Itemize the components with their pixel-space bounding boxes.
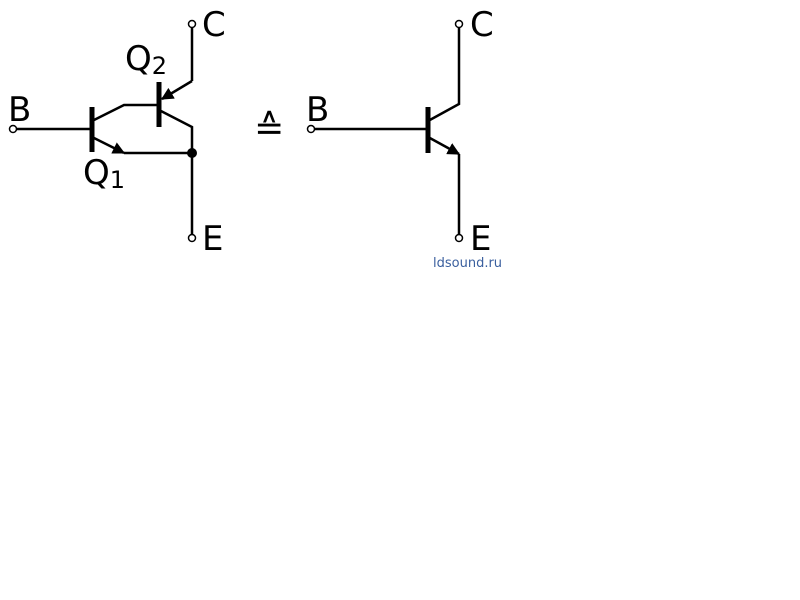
equivalent-transistor — [306, 19, 464, 243]
emitter-arrow — [427, 135, 461, 156]
junction-dot — [187, 148, 197, 158]
darlington-pair — [8, 19, 197, 243]
base-terminal — [306, 124, 316, 134]
q2-collector-emitter-wire — [158, 108, 194, 234]
emitter-terminal — [454, 233, 464, 243]
label-e-equiv: E — [470, 219, 491, 259]
label-c-equiv: C — [470, 5, 494, 45]
label-q2: Q2 — [125, 39, 167, 80]
equivalence-symbol: ≙ — [254, 108, 284, 149]
label-c: C — [202, 5, 226, 45]
label-b: B — [8, 90, 31, 130]
emitter-terminal — [187, 233, 197, 243]
collector-terminal — [454, 19, 464, 29]
base-terminal — [8, 124, 18, 134]
q1-emitter-arrow — [91, 135, 126, 155]
collector-terminal — [187, 19, 197, 29]
q2-emitter-arrow — [160, 79, 193, 101]
collector-wire — [427, 28, 461, 123]
q1-collector-wire — [91, 103, 159, 123]
watermark: ldsound.ru — [433, 256, 503, 271]
label-q1: Q1 — [83, 153, 125, 194]
label-e: E — [202, 219, 223, 259]
label-b-equiv: B — [306, 90, 329, 130]
